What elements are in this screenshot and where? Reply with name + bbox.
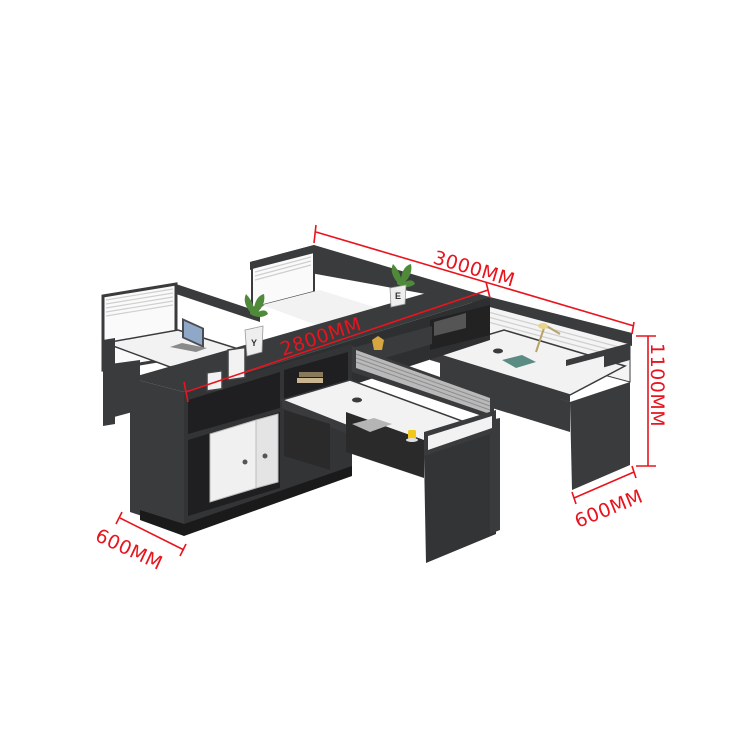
desk-lamp-icon bbox=[535, 323, 561, 353]
laptop-icon bbox=[170, 318, 207, 352]
tablet-icon bbox=[352, 418, 392, 432]
storage-cabinet bbox=[130, 344, 352, 536]
plant-pot-right-letter: E bbox=[395, 291, 401, 301]
grommet-icon bbox=[493, 348, 503, 354]
grommet-icon bbox=[352, 397, 362, 403]
plant-pot-left-letter: Y bbox=[251, 338, 257, 348]
front-cubicle bbox=[279, 326, 500, 563]
picture-frame-icon bbox=[206, 346, 246, 392]
plant-right-icon: E bbox=[389, 264, 415, 308]
dimension-depth-left: 600MM bbox=[92, 525, 166, 575]
book-icon bbox=[502, 355, 536, 368]
figurine-icon bbox=[372, 336, 384, 350]
mug-icon bbox=[406, 430, 418, 442]
dimension-height: 1100MM bbox=[646, 343, 668, 427]
right-cubicle bbox=[427, 296, 632, 490]
dimension-1100: 1100MM bbox=[636, 335, 668, 467]
plant-left-icon: Y bbox=[244, 294, 268, 357]
dimension-depth-right: 600MM bbox=[572, 485, 647, 532]
